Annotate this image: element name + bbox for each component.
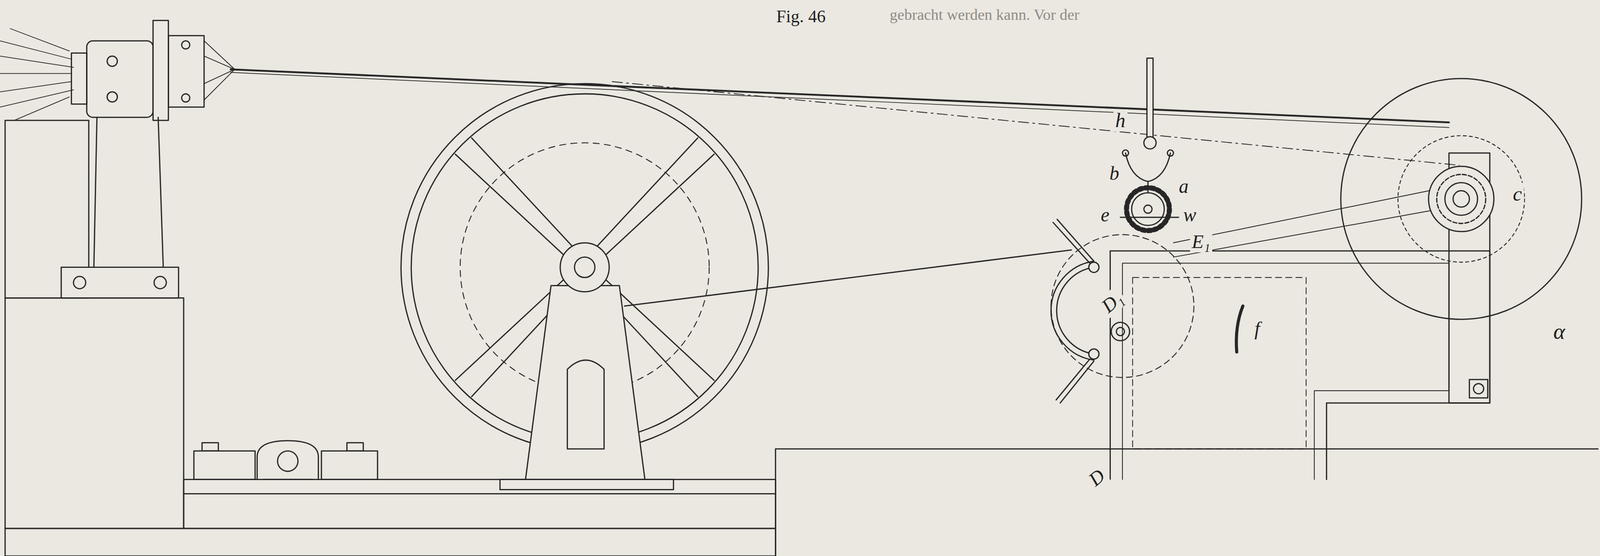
bearing-block (347, 442, 364, 451)
frame (1110, 250, 1490, 480)
flywheel (596, 137, 715, 256)
guide-lever (1147, 181, 1150, 192)
switch-disc (1088, 349, 1099, 360)
guide-lever (1125, 153, 1171, 182)
switch-disc (1050, 219, 1243, 404)
headstock (181, 40, 190, 49)
part-letter: D₁ (1095, 286, 1129, 319)
flywheel (525, 285, 645, 480)
wire-strand (624, 249, 1072, 306)
headstock (153, 20, 169, 121)
flywheel (560, 242, 610, 292)
flywheel (455, 137, 574, 256)
switch-disc (1088, 261, 1099, 273)
headstock (61, 267, 179, 298)
frame (1469, 379, 1488, 398)
headstock (86, 40, 153, 117)
drum (1453, 190, 1470, 208)
part-letter: w (1181, 204, 1199, 226)
drum (1436, 174, 1486, 224)
foundation (183, 493, 776, 495)
wire-strand (230, 69, 1449, 123)
wire-strand (230, 69, 1460, 306)
guide-lever (1122, 149, 1129, 157)
headstock (0, 20, 235, 298)
foundation (5, 297, 184, 529)
part-letter: E₁ (1189, 231, 1212, 253)
headstock (107, 91, 118, 102)
headstock (181, 93, 190, 102)
guide-lever (1143, 204, 1152, 214)
drum (1428, 166, 1494, 232)
part-letter: α (1551, 319, 1567, 344)
headstock (73, 276, 86, 289)
show-through-text: gebracht werden kann. Vor der (887, 5, 1082, 24)
flywheel (499, 479, 674, 490)
part-letter: b (1107, 162, 1121, 185)
guide-lever (1131, 192, 1165, 226)
bearing-block (257, 440, 319, 480)
flywheel (574, 257, 595, 278)
bearing-block (321, 450, 378, 480)
drawing-part (0, 20, 1599, 556)
headstock (0, 28, 74, 121)
switch-disc (1056, 267, 1094, 354)
part-letter: e (1098, 204, 1112, 226)
figure-title: Fig. 46 (776, 7, 826, 26)
flywheel (401, 83, 769, 490)
headstock (168, 35, 204, 108)
guide-lever (1126, 187, 1170, 231)
headstock (107, 56, 118, 67)
take-up-wheel (1397, 135, 1525, 263)
flywheel (567, 360, 605, 450)
part-letter: f (1252, 318, 1262, 340)
bearing-block (193, 440, 378, 480)
switch-disc (1053, 219, 1094, 264)
part-letter: D (1083, 463, 1111, 492)
part-letter: h (1113, 109, 1128, 132)
headstock (93, 117, 164, 268)
bearing-block (263, 478, 313, 480)
headstock (154, 276, 167, 289)
frame (1122, 262, 1450, 480)
part-letter: c (1511, 182, 1525, 205)
bearing-block (277, 450, 298, 472)
foundation (183, 479, 776, 529)
guide-lever (1167, 149, 1174, 157)
guide-lever (1120, 58, 1179, 231)
switch-disc (1050, 261, 1094, 361)
guide-lever (1120, 216, 1179, 219)
take-up-wheel (1340, 78, 1582, 320)
headstock (71, 53, 88, 105)
guide-lever (1143, 136, 1156, 149)
headstock (203, 40, 235, 100)
switch-disc (1056, 359, 1094, 404)
guide-lever (1147, 58, 1154, 140)
switch-disc (1236, 305, 1244, 352)
take-up-wheel (1340, 78, 1582, 320)
wire-strand (612, 81, 1460, 166)
switch-disc (1050, 234, 1194, 378)
drum (1428, 166, 1494, 232)
switch-disc (1116, 327, 1125, 336)
bearing-block (202, 442, 219, 451)
part-letter: a (1177, 175, 1191, 198)
foundation (5, 120, 1599, 556)
wire-strand (230, 72, 1449, 128)
frame (1132, 277, 1307, 449)
foundation (5, 528, 776, 556)
frame (1173, 188, 1440, 257)
drum (1444, 182, 1478, 216)
foundation (775, 448, 1598, 556)
frame (1473, 383, 1484, 394)
switch-disc (1111, 322, 1130, 341)
bearing-block (193, 450, 256, 480)
